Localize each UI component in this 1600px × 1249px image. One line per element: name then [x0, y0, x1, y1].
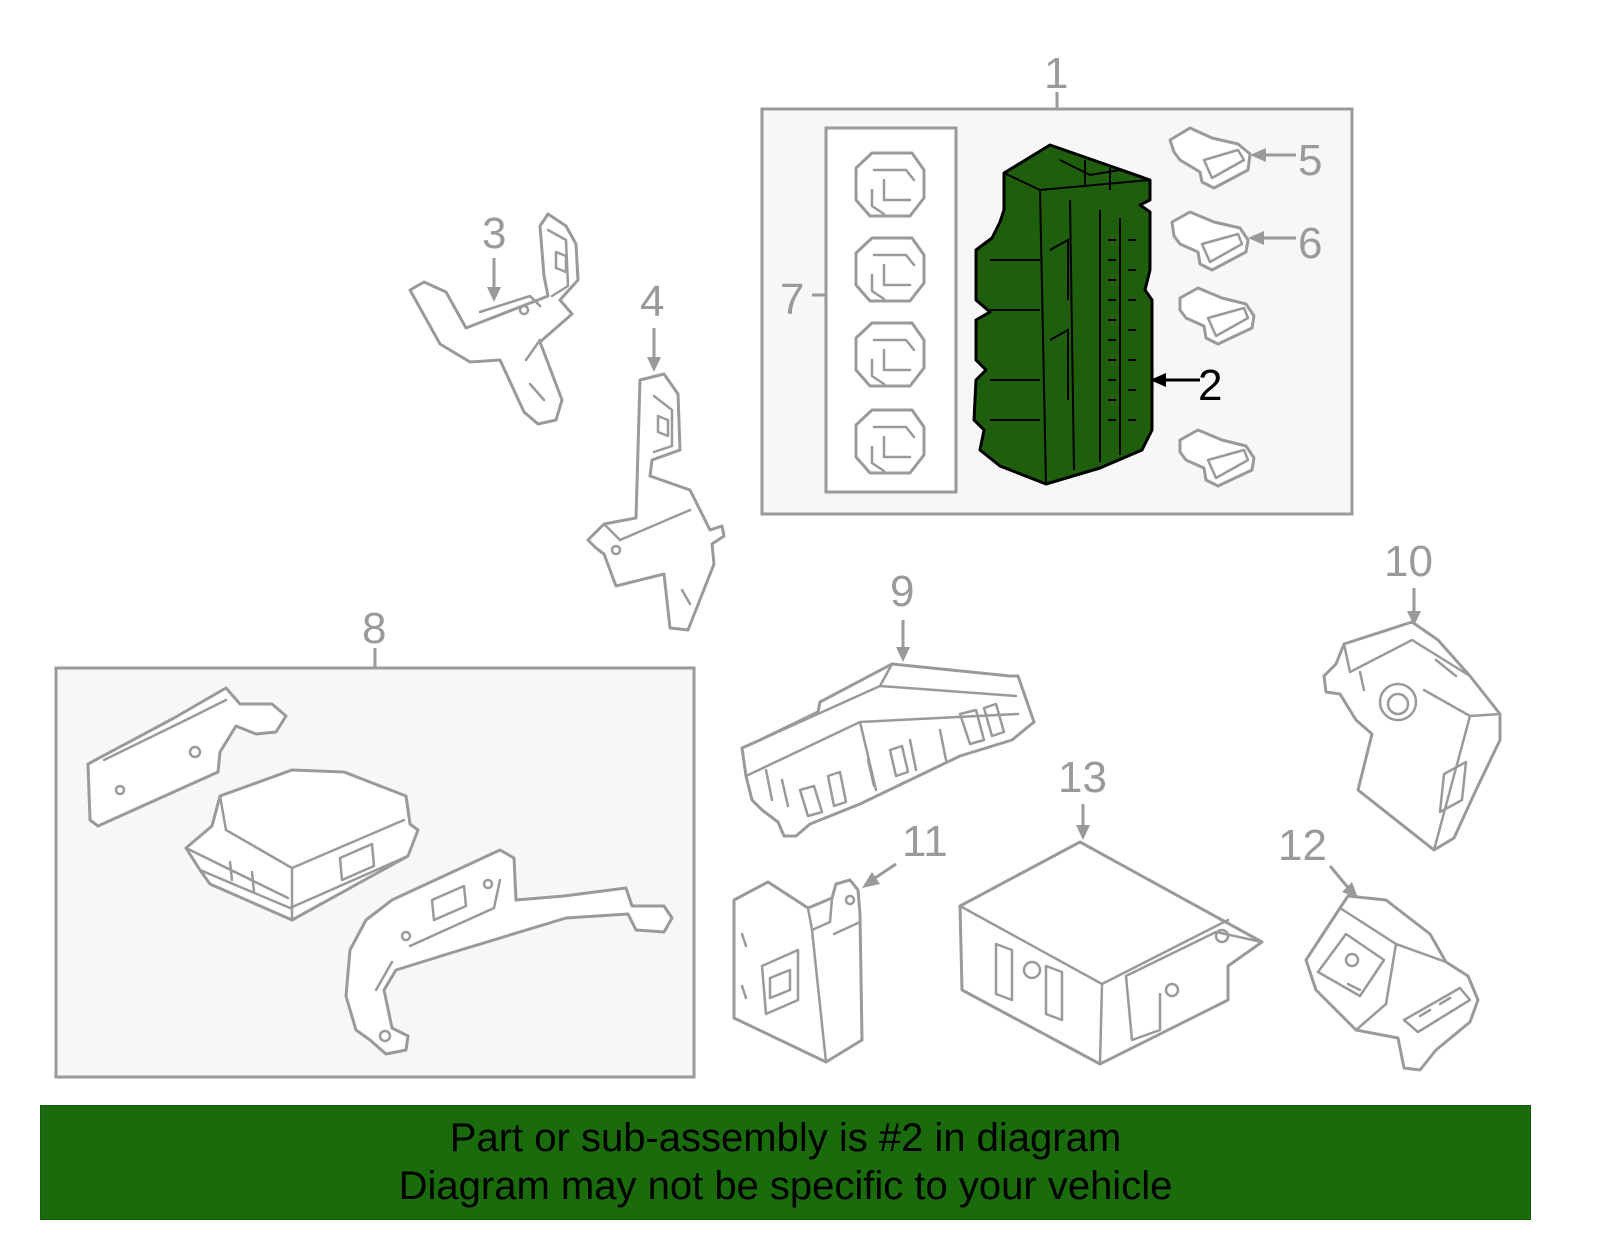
callout-6: 6	[1298, 219, 1322, 268]
module-part-11	[732, 878, 864, 1064]
callout-11: 11	[902, 817, 948, 866]
fuse-part	[1178, 286, 1256, 346]
callout-4: 4	[640, 277, 664, 326]
callout-8: 8	[362, 604, 386, 653]
relay-part-7	[854, 321, 926, 388]
body-control-module-part-9	[740, 662, 1036, 838]
callout-9: 9	[890, 567, 914, 616]
control-module-part-8	[184, 768, 420, 922]
relay-part-7	[854, 236, 926, 303]
control-unit-part-13	[958, 840, 1264, 1066]
callout-2: 2	[1198, 361, 1222, 410]
callout-10: 10	[1384, 537, 1433, 586]
fuse-part-5	[1168, 126, 1252, 190]
callout-13: 13	[1058, 753, 1107, 802]
fuse-part-6	[1170, 210, 1250, 272]
callout-7: 7	[780, 275, 804, 324]
footer-banner: Part or sub-assembly is #2 in diagram Di…	[40, 1105, 1531, 1220]
callout-3: 3	[482, 209, 506, 258]
bracket-part-8	[86, 686, 288, 828]
module-part-10	[1322, 620, 1502, 852]
relay-part-7	[854, 151, 926, 218]
bracket-part-3	[408, 212, 580, 426]
callout-5: 5	[1298, 136, 1322, 185]
banner-line-2: Diagram may not be specific to your vehi…	[398, 1164, 1173, 1208]
callout-1: 1	[1044, 49, 1068, 98]
module-part-12	[1304, 894, 1480, 1072]
fuse-part	[1178, 428, 1256, 488]
bracket-part-4	[586, 372, 726, 632]
bracket-part-8	[344, 848, 674, 1056]
relay-part-7	[854, 408, 926, 475]
callout-12: 12	[1278, 821, 1327, 870]
junction-block-part-2	[972, 143, 1154, 486]
banner-line-1: Part or sub-assembly is #2 in diagram	[449, 1116, 1122, 1160]
